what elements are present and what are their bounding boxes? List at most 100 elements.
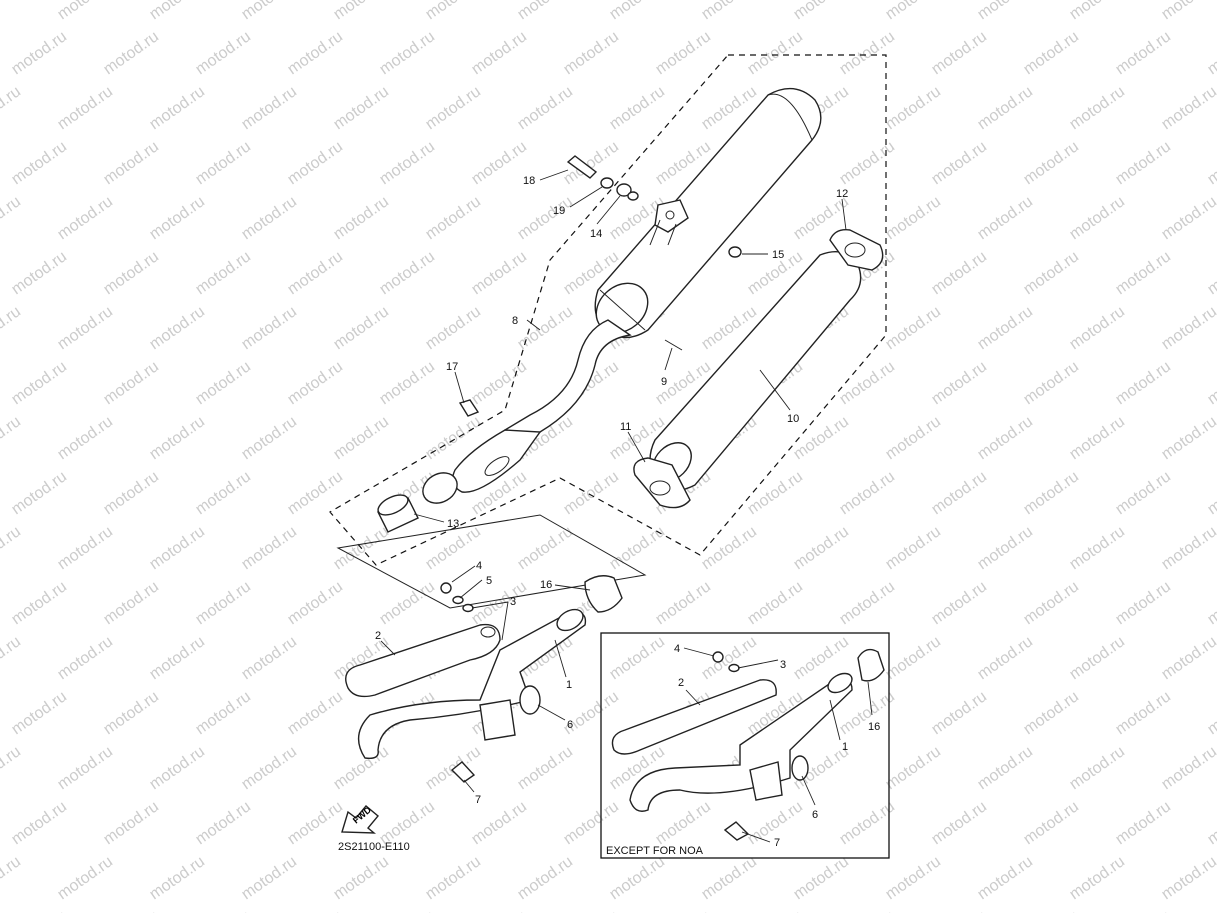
watermark-text: motod.ru (1021, 908, 1082, 913)
watermark-text: motod.ru (1021, 358, 1082, 408)
watermark-text: motod.ru (1021, 468, 1082, 518)
watermark-text: motod.ru (423, 83, 484, 133)
watermark-text: motod.ru (1113, 468, 1174, 518)
inset-box (600, 632, 890, 859)
watermark-text: motod.ru (147, 523, 208, 573)
watermark-text: motod.ru (423, 303, 484, 353)
watermark-text: motod.ru (239, 83, 300, 133)
watermark-text: motod.ru (9, 138, 70, 188)
watermark-text: motod.ru (0, 633, 24, 683)
watermark-text: motod.ru (975, 193, 1036, 243)
watermark-text: motod.ru (883, 413, 944, 463)
watermark-text: motod.ru (377, 248, 438, 298)
watermark-text: motod.ru (1067, 743, 1128, 793)
watermark-text: motod.ru (975, 523, 1036, 573)
callout-12: 12 (836, 188, 848, 200)
watermark-text: motod.ru (745, 578, 806, 628)
watermark-text: motod.ru (929, 578, 990, 628)
callout-1: 1 (566, 679, 572, 691)
callout-14: 14 (590, 228, 602, 240)
watermark-text: motod.ru (929, 798, 990, 848)
watermark-text: motod.ru (883, 633, 944, 683)
watermark-text: motod.ru (699, 523, 760, 573)
watermark-text: motod.ru (285, 688, 346, 738)
watermark-text: motod.ru (1113, 688, 1174, 738)
watermark-text: motod.ru (193, 798, 254, 848)
watermark-text: motod.ru (469, 28, 530, 78)
watermark-text: motod.ru (9, 688, 70, 738)
watermark-text: motod.ru (193, 248, 254, 298)
watermark-text: motod.ru (193, 688, 254, 738)
watermark-text: motod.ru (147, 743, 208, 793)
watermark-text: motod.ru (929, 28, 990, 78)
watermark-text: motod.ru (55, 633, 116, 683)
watermark-text: motod.ru (9, 578, 70, 628)
watermark-text: motod.ru (1113, 248, 1174, 298)
header-group-outline (336, 514, 647, 609)
watermark-text: motod.ru (515, 83, 576, 133)
watermark-text: motod.ru (883, 193, 944, 243)
watermark-text: motod.ru (791, 523, 852, 573)
callout-inset-2: 2 (678, 677, 684, 689)
callout-8: 8 (512, 315, 518, 327)
watermark-text: motod.ru (883, 0, 944, 23)
watermark-text: motod.ru (653, 28, 714, 78)
watermark-text: motod.ru (653, 798, 714, 848)
watermark-text: motod.ru (1067, 303, 1128, 353)
watermark-text: motod.ru (745, 908, 806, 913)
watermark-text: motod.ru (101, 138, 162, 188)
watermark-text: motod.ru (1159, 743, 1217, 793)
callout-9: 9 (661, 376, 667, 388)
watermark-text: motod.ru (9, 798, 70, 848)
watermark-text: motod.ru (1205, 28, 1217, 78)
watermark-text: motod.ru (147, 303, 208, 353)
watermark-text: motod.ru (101, 688, 162, 738)
watermark-text: motod.ru (1067, 633, 1128, 683)
watermark-text: motod.ru (699, 853, 760, 903)
watermark-text: motod.ru (55, 83, 116, 133)
inset-label: EXCEPT FOR NOA (606, 845, 704, 857)
watermark-text: motod.ru (607, 633, 668, 683)
watermark-text: motod.ru (1159, 853, 1217, 903)
callout-inset-3: 3 (780, 659, 786, 671)
watermark-text: motod.ru (929, 688, 990, 738)
watermark-text: motod.ru (837, 138, 898, 188)
watermark-text: motod.ru (975, 83, 1036, 133)
watermark-text: motod.ru (975, 0, 1036, 23)
watermark-text: motod.ru (469, 138, 530, 188)
callout-labels: 18 19 14 15 12 8 9 17 10 11 13 4 5 3 16 … (375, 175, 880, 849)
watermark-text: motod.ru (1067, 193, 1128, 243)
watermark-text: motod.ru (193, 908, 254, 913)
watermark-text: motod.ru (331, 413, 392, 463)
watermark-text: motod.ru (515, 0, 576, 23)
watermark-text: motod.ru (55, 743, 116, 793)
watermark-text: motod.ru (147, 0, 208, 23)
watermark-text: motod.ru (791, 0, 852, 23)
callout-15: 15 (772, 249, 784, 261)
watermark-text: motod.ru (745, 28, 806, 78)
watermark-text: motod.ru (101, 358, 162, 408)
watermark-text: motod.ru (377, 358, 438, 408)
watermark-text: motod.ru (239, 193, 300, 243)
watermark-text: motod.ru (239, 633, 300, 683)
watermark-text: motod.ru (55, 523, 116, 573)
watermark-text: motod.ru (285, 578, 346, 628)
watermark-text: motod.ru (55, 303, 116, 353)
watermark-text: motod.ru (285, 248, 346, 298)
watermark-text: motod.ru (1159, 523, 1217, 573)
watermark-text: motod.ru (975, 853, 1036, 903)
watermark-text: motod.ru (975, 413, 1036, 463)
watermark-text: motod.ru (1159, 83, 1217, 133)
watermark-text: motod.ru (0, 523, 24, 573)
watermark-text: motod.ru (9, 468, 70, 518)
watermark-text: motod.ru (745, 468, 806, 518)
watermark-text: motod.ru (285, 798, 346, 848)
watermark-text: motod.ru (9, 248, 70, 298)
watermark-text: motod.ru (883, 523, 944, 573)
callout-18: 18 (523, 175, 535, 187)
watermark-text: motod.ru (55, 0, 116, 23)
watermark-text: motod.ru (285, 138, 346, 188)
watermark-text: motod.ru (699, 0, 760, 23)
watermark-text: motod.ru (1159, 303, 1217, 353)
